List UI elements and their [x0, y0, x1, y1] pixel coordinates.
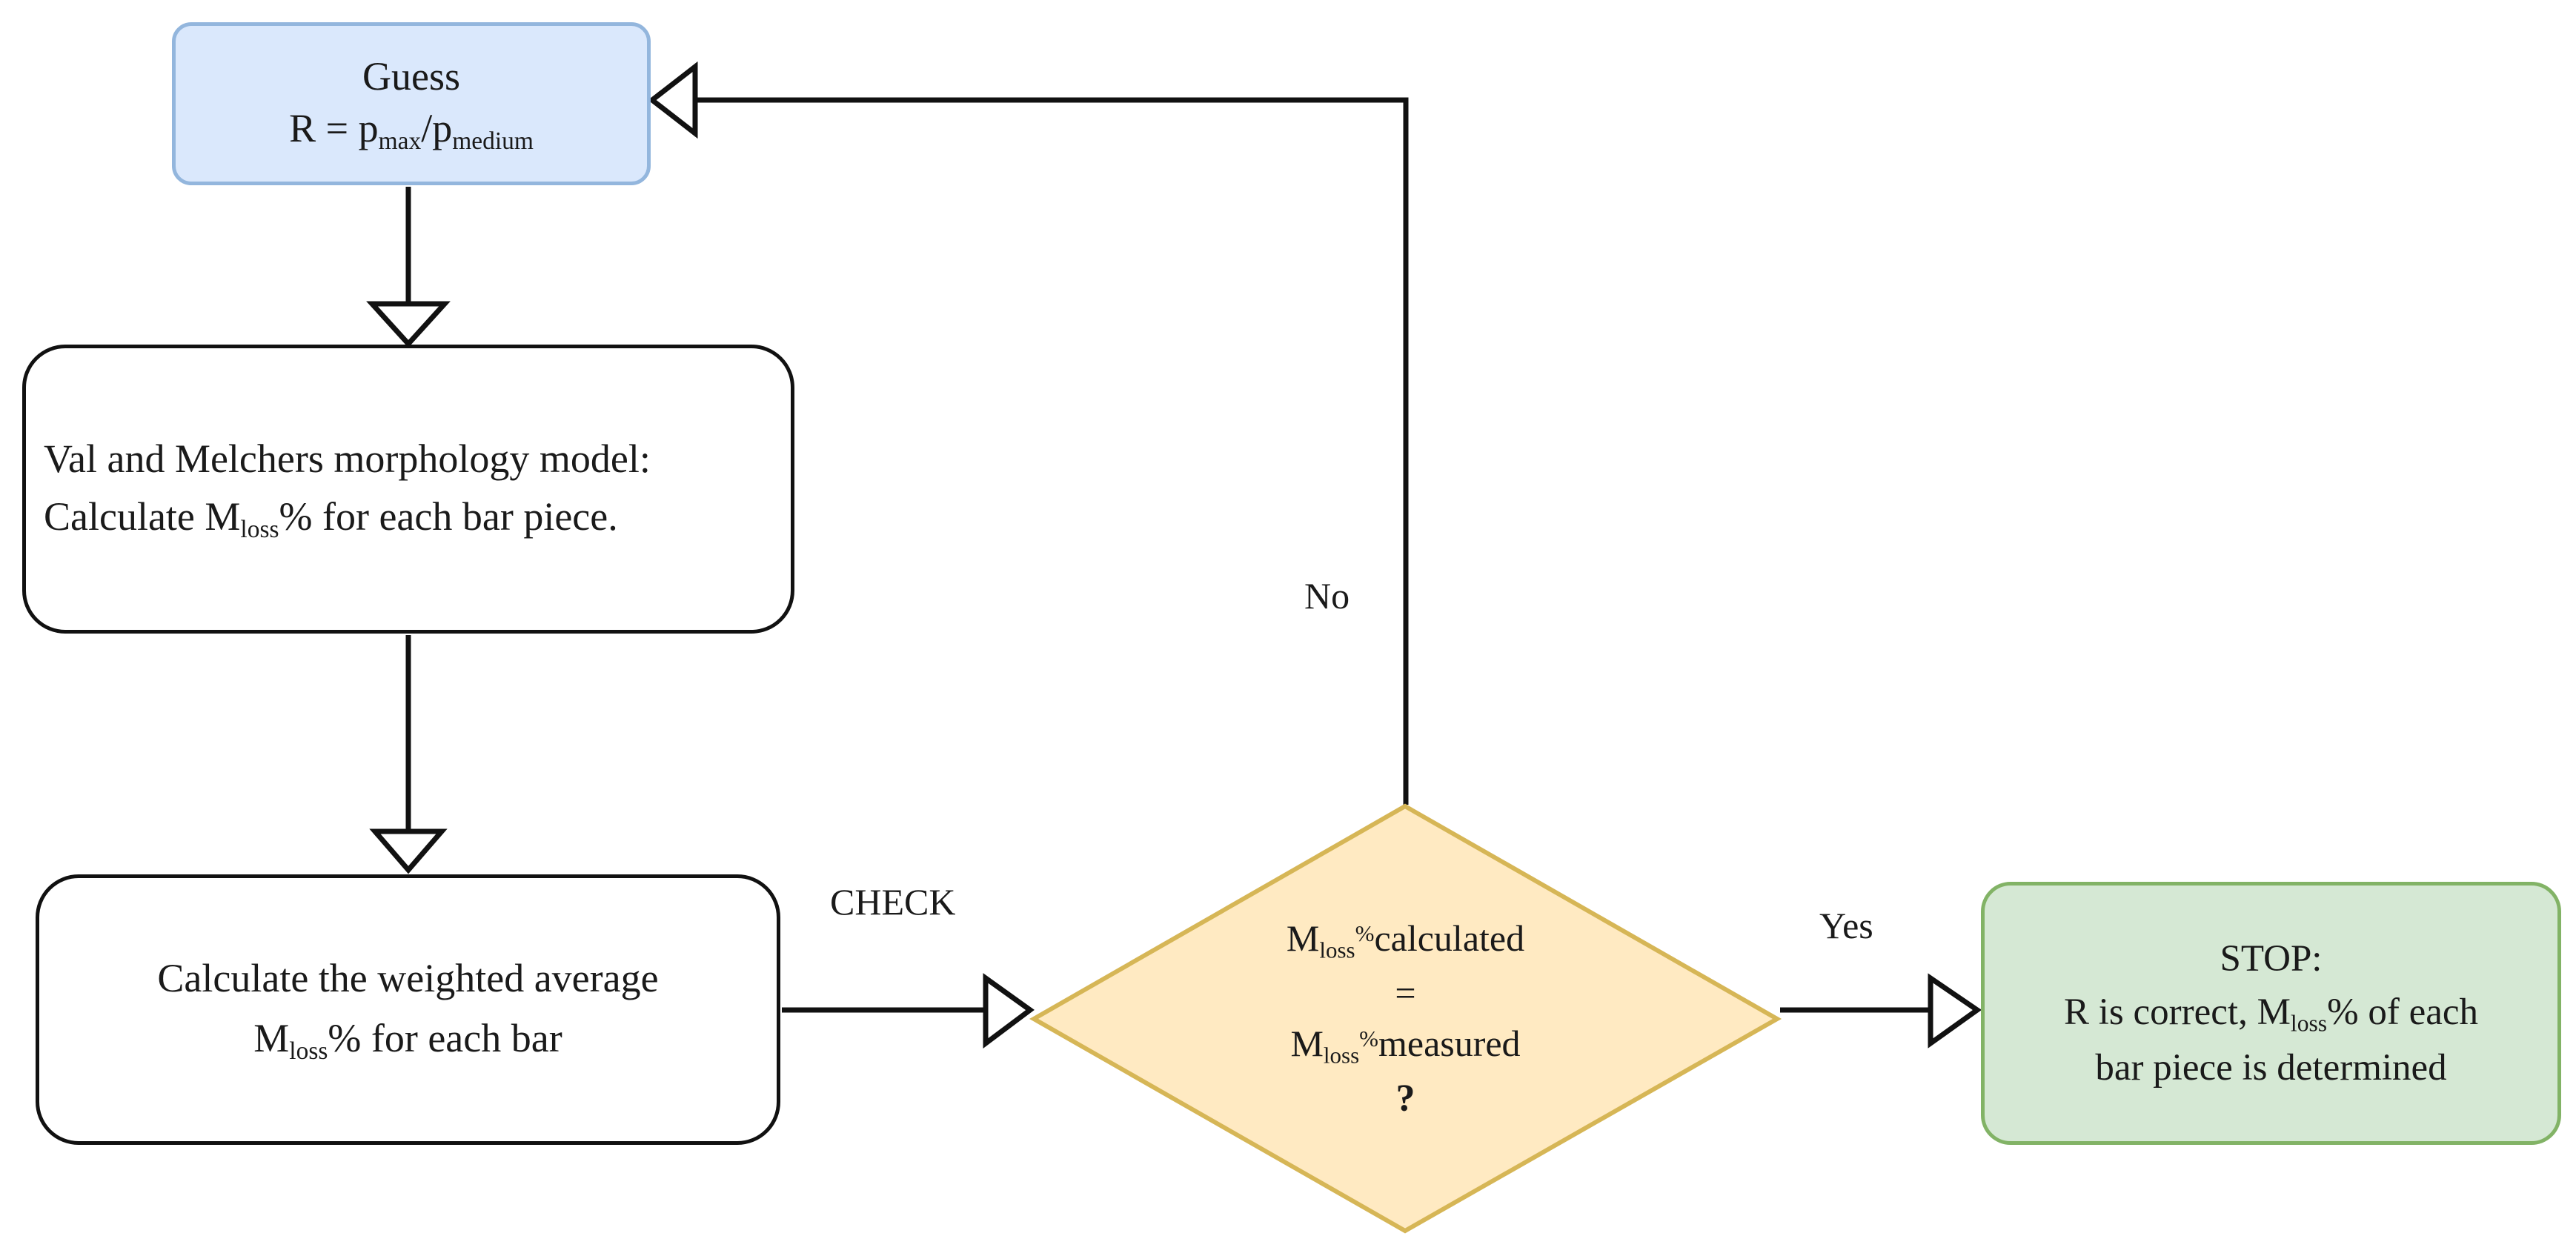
decision-calc-m: M [1286, 917, 1320, 960]
model-calc-suffix: % for each bar piece. [279, 494, 618, 539]
stop-line-3: bar piece is determined [2095, 1046, 2447, 1089]
weighted-m-symbol: M [253, 1016, 290, 1061]
edge-label-no: No [1304, 575, 1350, 617]
node-stop[interactable]: STOP: R is correct, Mloss% of each bar p… [1981, 882, 2561, 1145]
node-guess-content: Guess R = pmax/pmedium [176, 50, 647, 158]
stop-line-1: STOP: [2220, 937, 2323, 980]
guess-line-2: R = pmax/pmedium [195, 102, 628, 158]
weighted-suffix: % for each bar [328, 1016, 562, 1061]
edge-decision-to-guess [648, 61, 1409, 805]
guess-denominator-base: p [432, 105, 453, 150]
weighted-mloss-sub: loss [289, 1037, 328, 1066]
decision-line-measured: Mloss%measured [1290, 1023, 1520, 1068]
model-calc-prefix: Calculate M [44, 494, 241, 539]
guess-line-1: Guess [362, 53, 460, 99]
stop-prefix: R is correct, M [2063, 991, 2291, 1034]
weighted-line-1: Calculate the weighted average [157, 956, 659, 1001]
decision-equals-sign: = [1395, 971, 1416, 1014]
edge-decision-to-stop [1780, 973, 1982, 1049]
node-morphology-model-content: Val and Melchers morphology model: Calcu… [26, 430, 791, 548]
decision-diamond-shape [1029, 803, 1782, 1234]
guess-denominator-sub: medium [452, 127, 534, 155]
guess-numerator-sub: max [378, 127, 422, 155]
node-stop-content: STOP: R is correct, Mloss% of each bar p… [1985, 932, 2557, 1094]
decision-calc-sub: loss [1319, 937, 1355, 963]
decision-line-calculated: Mloss%calculated [1287, 918, 1524, 963]
model-line-2: Calculate Mloss% for each bar piece. [44, 488, 773, 548]
model-mloss-sub: loss [240, 516, 279, 544]
model-line-1: Val and Melchers morphology model: [44, 436, 651, 482]
weighted-line-2: Mloss% for each bar [59, 1009, 757, 1070]
node-decision-content: Mloss%calculated = Mloss%measured ? [1032, 806, 1779, 1232]
edge-model-to-weighted [369, 635, 448, 874]
edge-guess-to-model [366, 187, 451, 348]
node-morphology-model[interactable]: Val and Melchers morphology model: Calcu… [22, 345, 794, 634]
stop-mloss-sub: loss [2290, 1010, 2328, 1037]
decision-meas-pct: % [1359, 1025, 1378, 1051]
edge-label-yes: Yes [1819, 905, 1873, 946]
node-decision[interactable]: Mloss%calculated = Mloss%measured ? [1032, 806, 1779, 1232]
edge-label-check: CHECK [830, 881, 956, 923]
decision-question-mark: ? [1395, 1077, 1415, 1120]
decision-calc-word: calculated [1374, 917, 1525, 960]
node-weighted-average-content: Calculate the weighted average Mloss% fo… [39, 948, 777, 1070]
decision-meas-m: M [1290, 1022, 1324, 1064]
guess-slash: / [421, 105, 433, 150]
stop-line-2: R is correct, Mloss% of each [2004, 986, 2538, 1040]
decision-meas-sub: loss [1323, 1042, 1360, 1069]
node-weighted-average[interactable]: Calculate the weighted average Mloss% fo… [36, 874, 780, 1145]
stop-suffix: % of each [2327, 991, 2479, 1034]
edge-weighted-to-decision [782, 973, 1035, 1049]
guess-numerator-base: p [358, 105, 379, 150]
guess-ratio-prefix: R = [289, 105, 359, 150]
decision-meas-word: measured [1378, 1022, 1521, 1064]
decision-calc-pct: % [1355, 920, 1375, 947]
node-guess[interactable]: Guess R = pmax/pmedium [172, 22, 651, 185]
